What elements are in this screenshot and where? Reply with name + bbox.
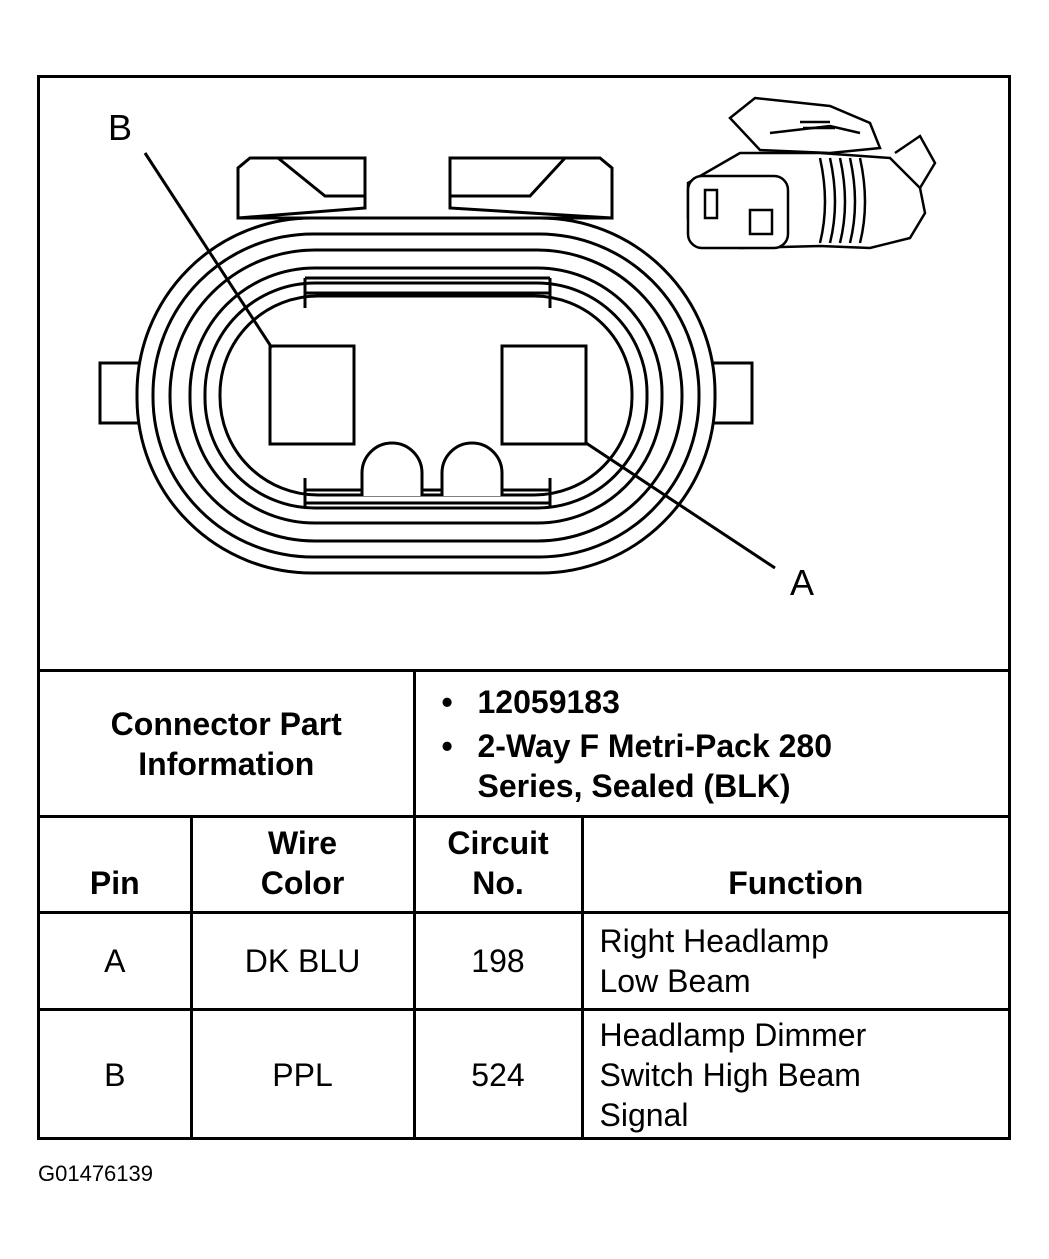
connector-pinout-table: Connector Part Information 12059183 2-Wa… [40,669,1008,1139]
header-function: Function [580,815,1008,914]
connector-face-drawing [98,96,937,575]
connector-part-info-values: 12059183 2-Way F Metri-Pack 280 Series, … [412,669,1009,818]
header-wire-color-text: Wire Color [260,825,345,901]
pin-cell: B [40,1008,193,1139]
connector-type-item: 2-Way F Metri-Pack 280 Series, Sealed (B… [442,726,928,806]
table-header-row: Pin Wire Color Circuit No. Function [40,815,1008,914]
connector-part-info-label: Connector Part Information [40,669,416,818]
header-circuit-no: Circuit No. [412,815,584,914]
circuit-no-cell: 524 [412,1008,584,1139]
table-row: A DK BLU 198 Right Headlamp Low Beam [40,911,1008,1011]
wire-color-cell: PPL [189,1008,416,1139]
connector-diagram: B A [40,78,1008,669]
function-text: Headlamp Dimmer Switch High Beam Signal [599,1016,867,1133]
callout-b-label: B [108,107,133,148]
wire-color-cell: DK BLU [189,911,416,1011]
pin-cell: A [40,911,193,1011]
header-circuit-no-text: Circuit No. [447,825,549,901]
function-text: Right Headlamp Low Beam [599,923,829,999]
function-cell: Headlamp Dimmer Switch High Beam Signal [580,1008,1008,1139]
connector-part-info-row: Connector Part Information 12059183 2-Wa… [40,669,1009,818]
function-cell: Right Headlamp Low Beam [580,911,1008,1011]
figure-code: G01476139 [38,1161,153,1186]
diagram-frame: B A Connector Part Information 12059183 … [37,75,1011,1140]
table-row: B PPL 524 Headlamp Dimmer Switch High Be… [40,1008,1008,1139]
connector-part-info-list: 12059183 2-Way F Metri-Pack 280 Series, … [416,682,1009,806]
connector-part-info-label-text: Connector Part Information [110,705,342,782]
header-wire-color: Wire Color [189,815,416,914]
part-number-item: 12059183 [442,682,1009,722]
callout-a-label: A [790,562,815,603]
header-pin: Pin [40,815,193,914]
circuit-no-cell: 198 [412,911,584,1011]
